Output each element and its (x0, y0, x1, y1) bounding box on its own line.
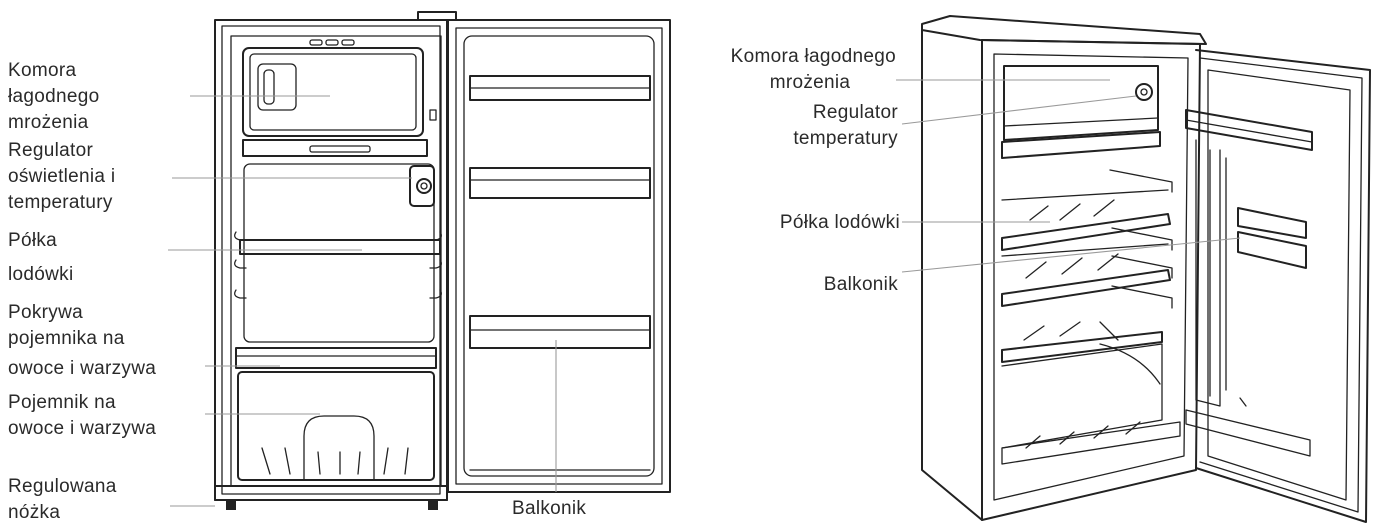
side-fridge-drawing (921, 15, 1371, 523)
label-line: pojemnika na (8, 328, 125, 349)
side-leader-lines (896, 79, 1241, 273)
label-line: Balkonik (512, 498, 587, 519)
label-crisper-cover-front: Pokrywa pojemnika na owoce i warzywa (8, 300, 156, 382)
label-line: Regulowana (8, 476, 117, 497)
label-line: oświetlenia i (8, 166, 116, 187)
label-door-balcony-front: Balkonik (512, 496, 586, 522)
front-fridge-drawing (214, 11, 671, 510)
label-line: owoce i warzywa (8, 358, 157, 379)
label-line: nóżka (8, 502, 61, 523)
label-line: Komora (8, 60, 77, 81)
label-light-temperature-regulator-front: Regulator oświetlenia i temperatury (8, 138, 115, 216)
label-door-balcony-side: Balkonik (700, 272, 898, 298)
label-line: Regulator (8, 140, 94, 161)
label-line: Balkonik (823, 274, 898, 295)
label-line: temperatury (8, 192, 113, 213)
label-line: mrożenia (769, 72, 851, 93)
label-line: temperatury (793, 128, 898, 149)
label-line: łagodnego (8, 86, 100, 107)
label-freezer-compartment-front: Komora łagodnego mrożenia (8, 58, 99, 136)
label-crisper-drawer-front: Pojemnik na owoce i warzywa (8, 390, 156, 442)
label-line: lodówki (8, 264, 74, 285)
label-fridge-shelf-front: Półka lodówki (8, 228, 73, 288)
label-line: owoce i warzywa (8, 418, 157, 439)
label-line: Pokrywa (8, 302, 83, 323)
label-line: Pojemnik na (8, 392, 116, 413)
label-line: Półka (8, 230, 58, 251)
label-line: Komora łagodnego (730, 46, 896, 67)
label-adjustable-foot-front: Regulowana nóżka (8, 474, 117, 526)
front-leader-lines (168, 95, 557, 507)
label-fridge-shelf-side: Półka lodówki (700, 210, 900, 236)
label-line: mrożenia (8, 112, 89, 133)
label-line: Regulator (812, 102, 898, 123)
label-temperature-regulator-side: Regulator temperatury (700, 100, 898, 152)
label-freezer-compartment-side: Komora łagodnego mrożenia (684, 44, 896, 96)
label-line: Półka lodówki (779, 212, 900, 233)
